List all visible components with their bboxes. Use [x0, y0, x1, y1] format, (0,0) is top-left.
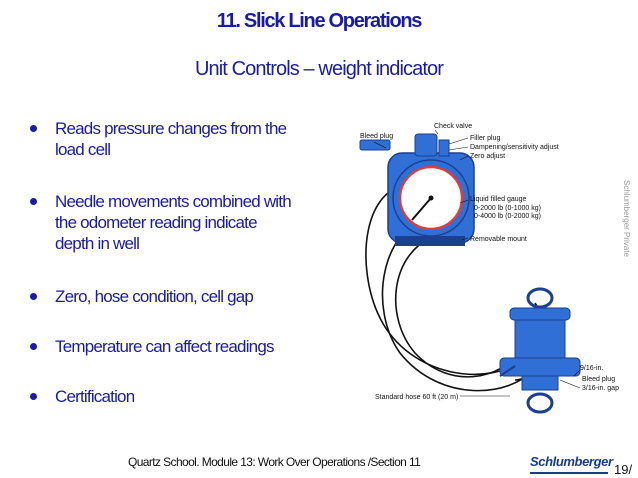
slide-subtitle: Unit Controls – weight indicator — [195, 58, 444, 80]
slide-title: 11. Slick Line Operations — [216, 10, 423, 32]
footer-text: Quartz School. Module 13: Work Over Oper… — [128, 455, 421, 469]
bullet-item: Temperature can affect readings — [30, 336, 350, 357]
label-removable-mount: Removable mount — [470, 236, 527, 243]
bullet-item: Needle movements combined with the odome… — [30, 191, 350, 254]
bullet-item: Zero, hose condition, cell gap — [30, 286, 350, 307]
label-bleed-plug-top: Bleed plug — [360, 133, 393, 140]
label-filler-plug: Filler plug — [470, 135, 500, 142]
bullet-text: Zero, hose condition, cell gap — [55, 287, 254, 306]
bullet-text: Needle movements combined with the odome… — [55, 192, 292, 253]
label-three-sixteen-gap: 3/16-in. gap — [582, 385, 619, 392]
logo-underline — [530, 472, 608, 474]
bullet-item: Reads pressure changes from the load cel… — [30, 118, 350, 160]
label-zero-adjust: Zero adjust — [470, 153, 505, 160]
weight-indicator-diagram: Bleed plug Check valve Filler plug Dampe… — [359, 123, 619, 414]
load-cell — [499, 287, 581, 414]
label-dampening: Dampening/sensitivity adjust — [470, 144, 559, 151]
gauge-needle — [411, 197, 432, 221]
side-classification-label: Schlumberger Private — [622, 180, 631, 257]
bullet-dot — [30, 343, 37, 350]
label-standard-hose: Standard hose 60 ft (20 m) — [375, 394, 458, 401]
label-check-valve: Check valve — [434, 123, 472, 130]
bullet-item: Certification — [30, 386, 350, 407]
page-number: 19/ — [614, 462, 633, 477]
bullet-text: Certification — [55, 387, 135, 406]
schlumberger-logo: Schlumberger — [530, 454, 613, 469]
bullet-text: Reads pressure changes from the load cel… — [55, 119, 287, 159]
label-bleed-plug-bottom: Bleed plug — [582, 376, 615, 383]
bullet-text: Temperature can affect readings — [55, 337, 275, 356]
bullet-dot — [30, 125, 37, 132]
leader-lines — [373, 129, 581, 397]
label-gauge-range-2: 0-4000 lb (0-2000 kg) — [474, 213, 541, 220]
label-gauge-range-1: 0-2000 lb (0-1000 kg) — [474, 205, 541, 212]
bullet-dot — [30, 293, 37, 300]
bullet-dot — [30, 198, 37, 205]
bullet-dot — [30, 393, 37, 400]
label-liquid-gauge: Liquid filled gauge — [470, 196, 527, 203]
label-nine-sixteen: 9/16-in. — [580, 365, 603, 372]
gauge-assembly — [359, 133, 475, 246]
